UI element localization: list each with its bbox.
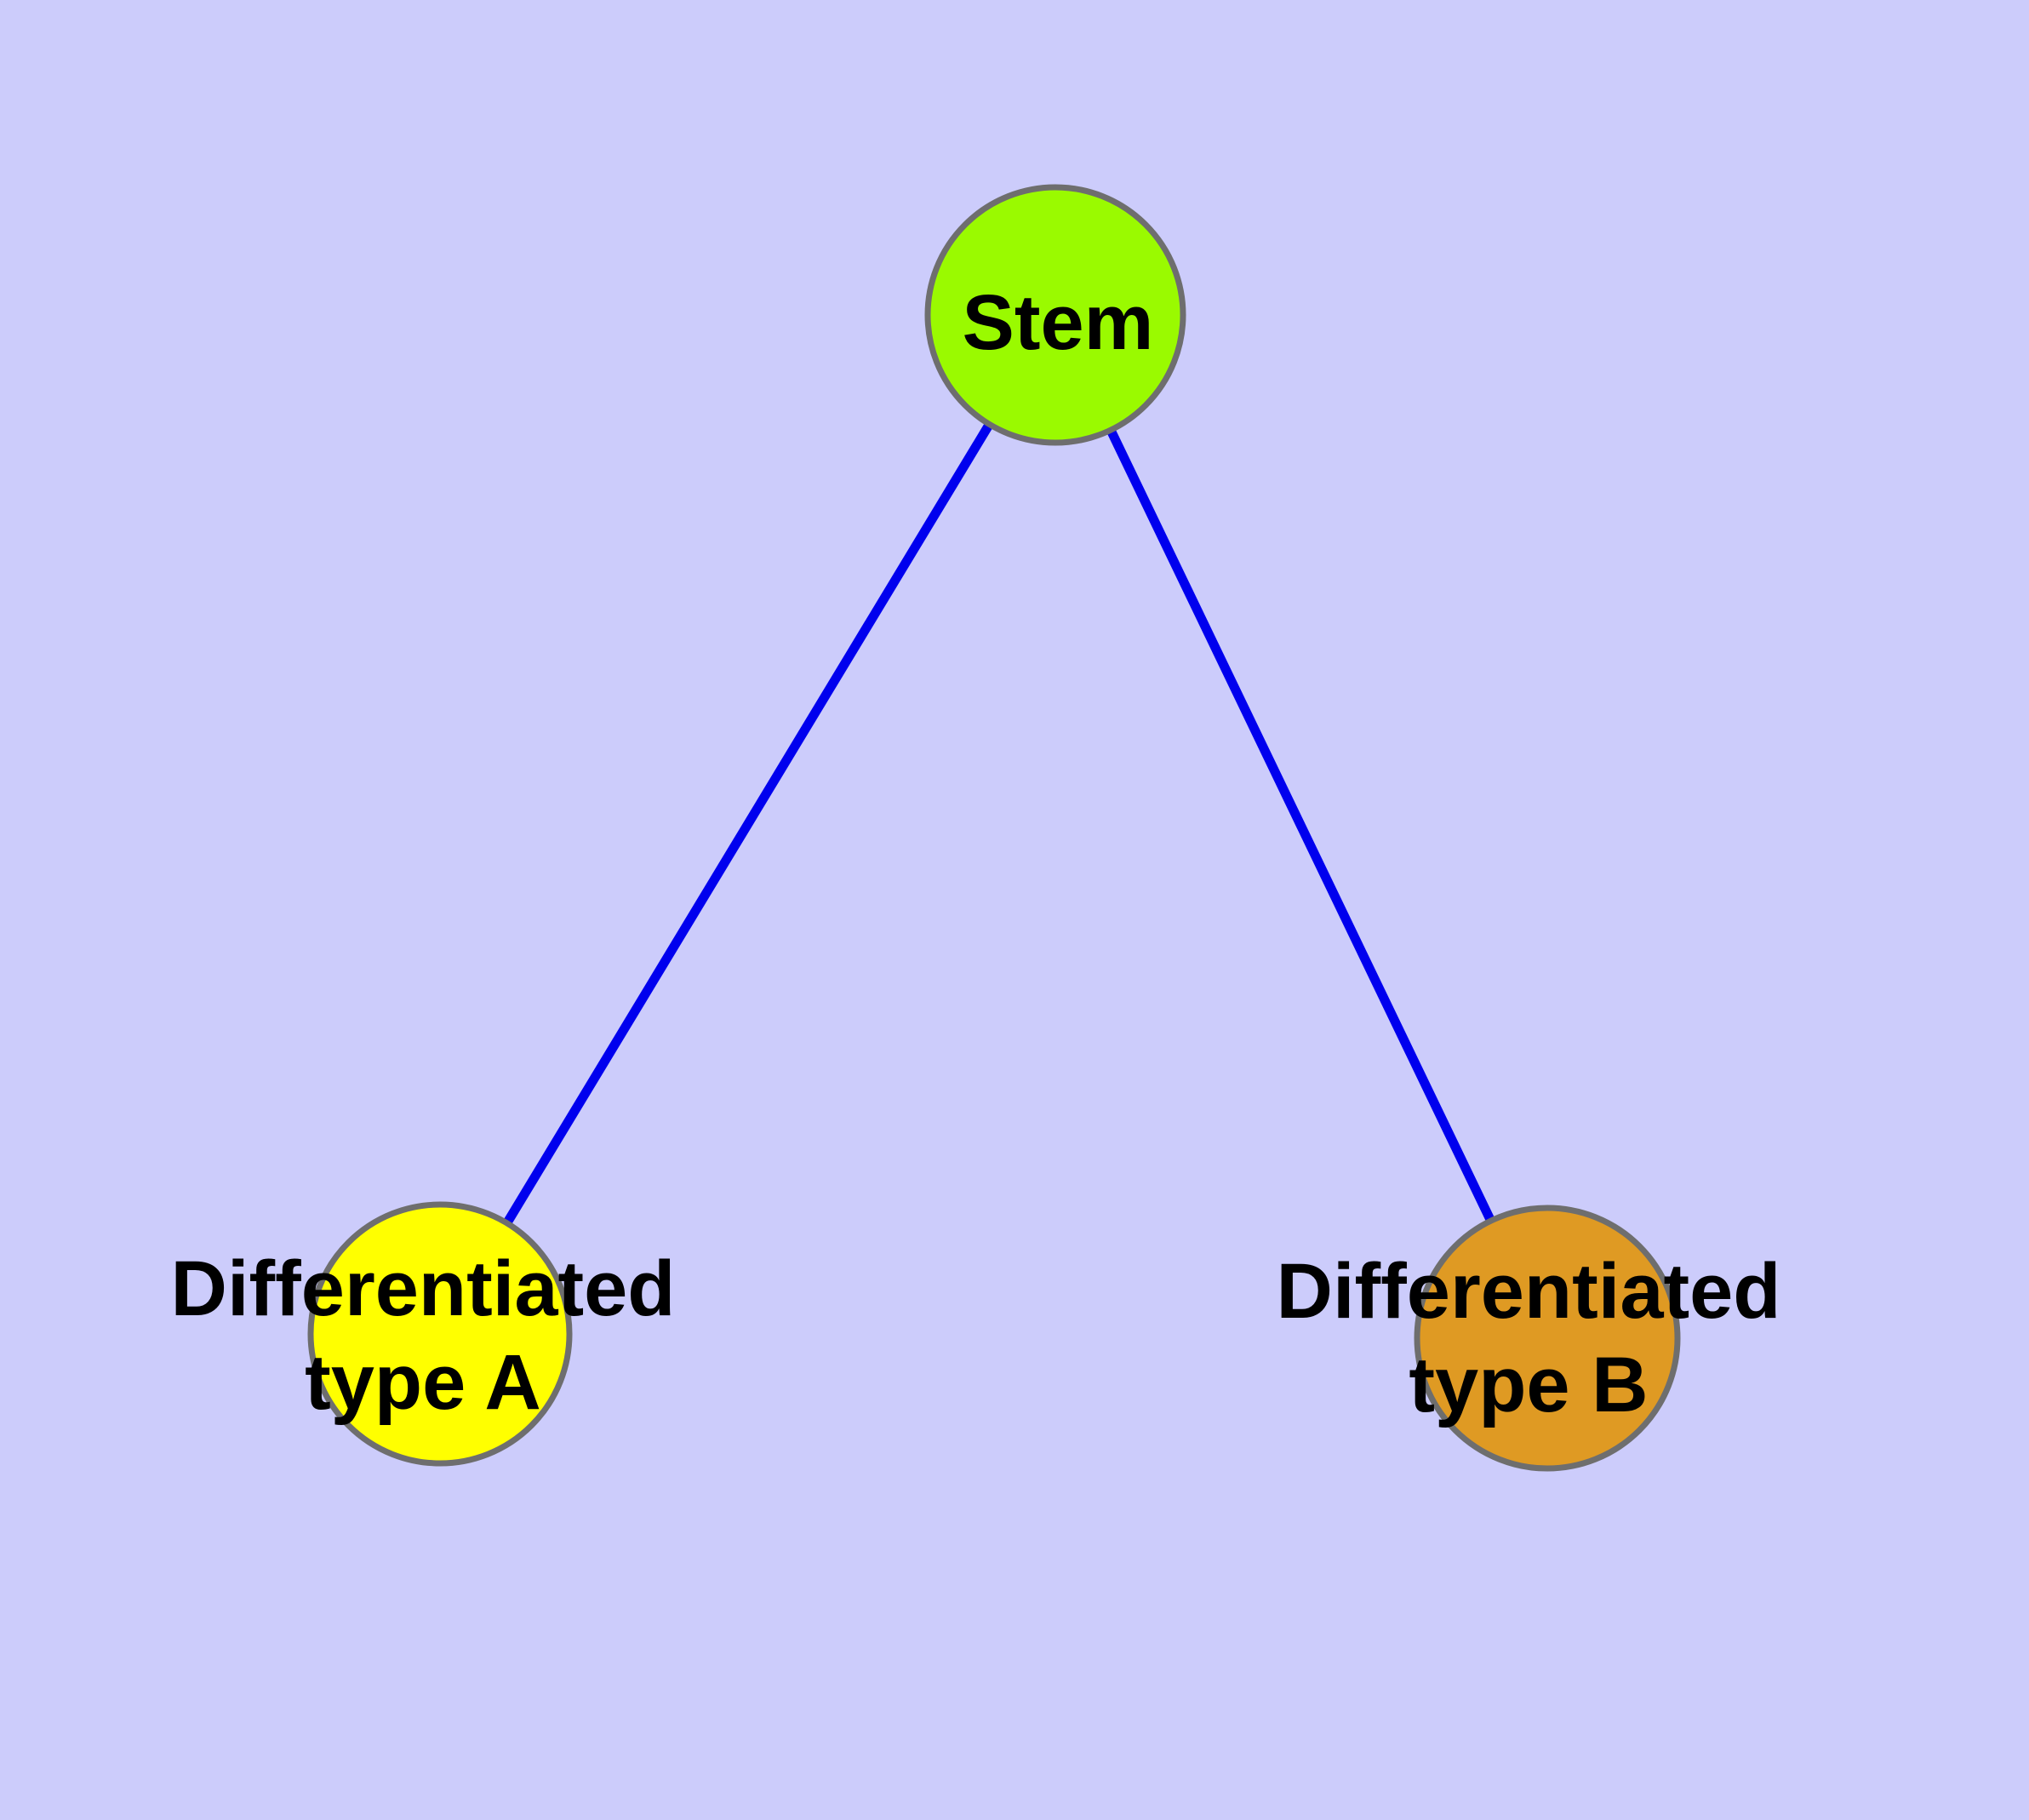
node-differentiated-type-b-label-line2: type B [1409, 1342, 1648, 1428]
node-stem-circle[interactable] [924, 184, 1186, 446]
edge-layer [436, 312, 1552, 1341]
node-differentiated-type-a-label-line2: type A [305, 1339, 541, 1426]
node-differentiated-type-a[interactable] [307, 1201, 573, 1467]
edge-stem-to-differentiated-type-a[interactable] [436, 312, 1060, 1336]
node-differentiated-type-a-circle[interactable] [307, 1201, 573, 1467]
node-differentiated-type-b-label-line1: Differentiated [1277, 1248, 1781, 1335]
node-differentiated-type-b[interactable] [1414, 1205, 1681, 1472]
node-differentiated-type-a-label-line1: Differentiated [171, 1245, 676, 1332]
node-differentiated-type-b-circle[interactable] [1414, 1205, 1681, 1472]
node-stem[interactable] [924, 184, 1186, 446]
edge-stem-to-differentiated-type-b[interactable] [1051, 312, 1552, 1341]
node-layer [307, 184, 1681, 1472]
label-layer: Stem Differentiated type A Differentiate… [171, 279, 1781, 1428]
node-stem-label: Stem [963, 279, 1154, 366]
